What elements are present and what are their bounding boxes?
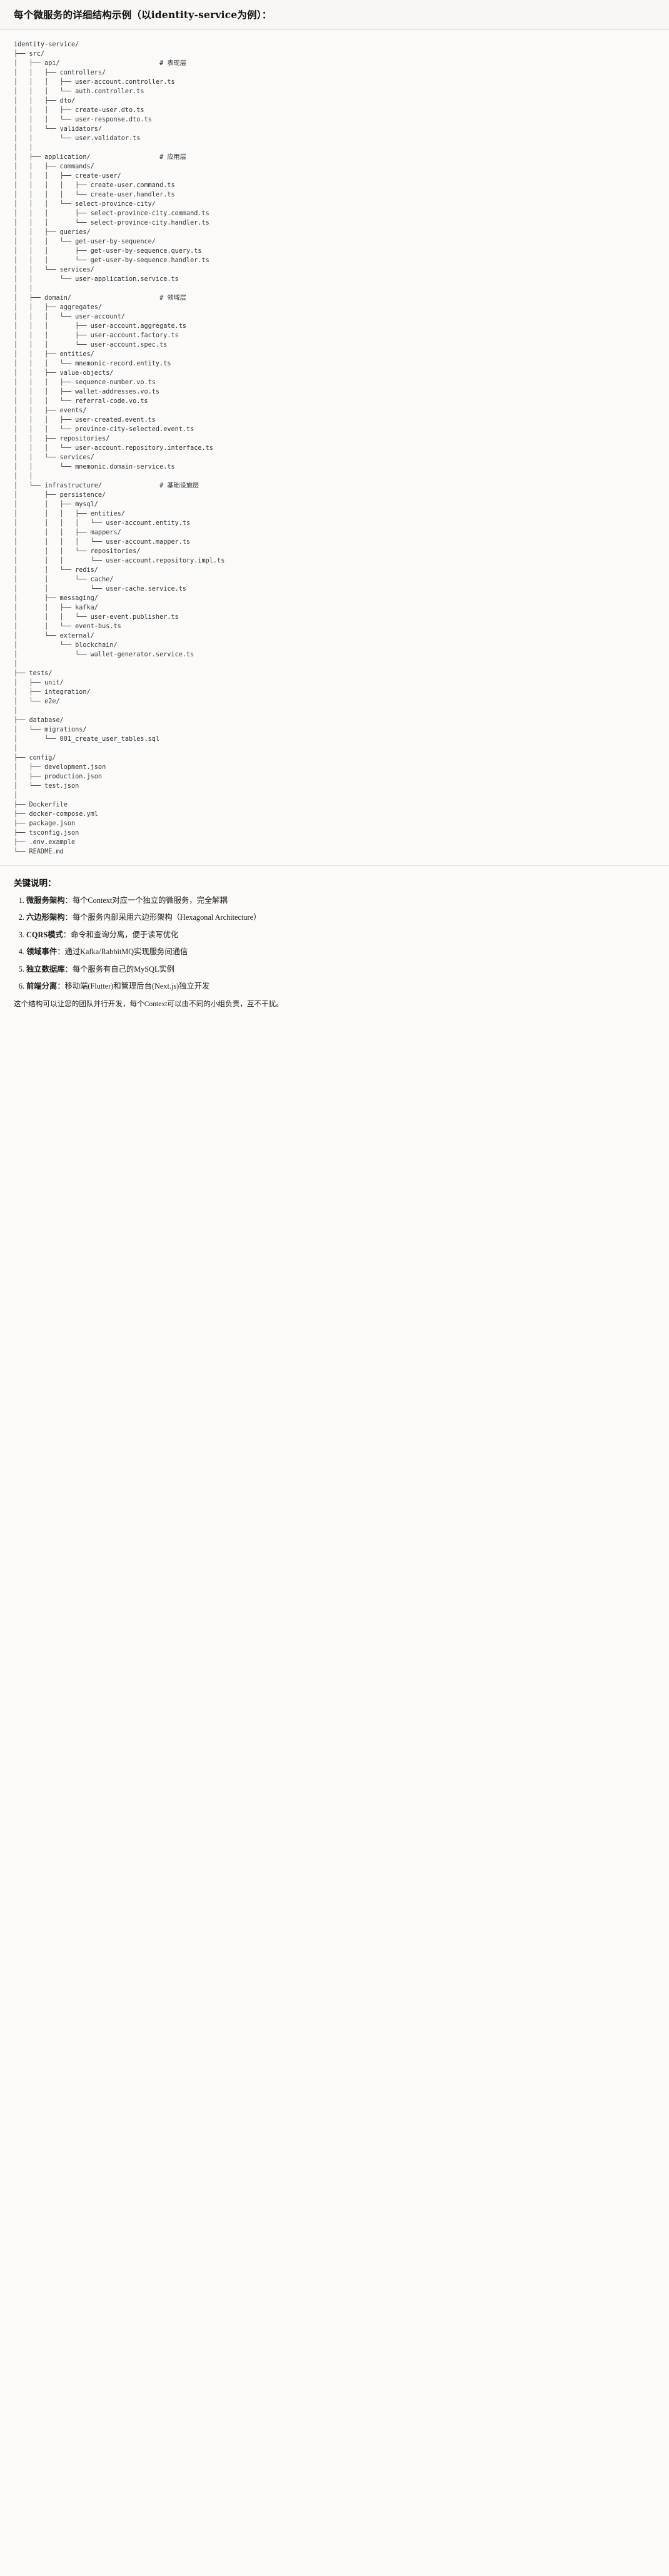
- note-body: 每个服务有自己的MySQL实例: [72, 964, 175, 974]
- note-term: 领域事件: [26, 947, 58, 957]
- page-root: 每个微服务的详细结构示例（以identity-service为例）： ident…: [0, 0, 669, 1022]
- list-item: 前端分离：移动端(Flutter)和管理后台(Next.js)独立开发: [26, 980, 655, 992]
- key-notes-section: 关键说明： 微服务架构：每个Context对应一个独立的微服务，完全解耦 六边形…: [0, 865, 669, 1022]
- key-notes-list: 微服务架构：每个Context对应一个独立的微服务，完全解耦 六边形架构：每个服…: [14, 895, 655, 992]
- note-separator: ：: [57, 947, 65, 957]
- note-separator: ：: [64, 913, 73, 922]
- note-body: 每个Context对应一个独立的微服务，完全解耦: [72, 895, 228, 905]
- note-term: 微服务架构: [26, 895, 65, 905]
- list-item: 微服务架构：每个Context对应一个独立的微服务，完全解耦: [26, 895, 655, 906]
- note-term: CQRS模式: [26, 930, 63, 939]
- key-notes-title: 关键说明：: [14, 878, 56, 888]
- page-title: 每个微服务的详细结构示例（以identity-service为例）：: [14, 9, 272, 21]
- note-separator: ：: [63, 930, 71, 939]
- list-item: 独立数据库：每个服务有自己的MySQL实例: [26, 964, 655, 975]
- directory-tree-block: identity-service/ ├── src/ │ ├── api/ # …: [0, 29, 669, 866]
- note-body: 命令和查询分离，便于读写优化: [71, 930, 179, 939]
- note-term: 前端分离: [26, 982, 58, 991]
- list-item: CQRS模式：命令和查询分离，便于读写优化: [26, 929, 655, 940]
- document-header: 每个微服务的详细结构示例（以identity-service为例）：: [0, 0, 669, 30]
- list-item: 六边形架构：每个服务内部采用六边形架构（Hexagonal Architectu…: [26, 912, 655, 923]
- note-separator: ：: [64, 964, 73, 974]
- note-body: 每个服务内部采用六边形架构（Hexagonal Architecture）: [72, 913, 261, 922]
- directory-tree: identity-service/ ├── src/ │ ├── api/ # …: [14, 41, 225, 855]
- note-term: 六边形架构: [26, 913, 65, 922]
- closing-paragraph: 这个结构可以让您的团队并行开发，每个Context可以由不同的小组负责，互不干扰…: [14, 999, 283, 1008]
- note-body: 移动端(Flutter)和管理后台(Next.js)独立开发: [64, 982, 210, 991]
- note-separator: ：: [57, 982, 65, 991]
- list-item: 领域事件：通过Kafka/RabbitMQ实现服务间通信: [26, 946, 655, 957]
- note-separator: ：: [64, 895, 73, 905]
- note-body: 通过Kafka/RabbitMQ实现服务间通信: [64, 947, 188, 957]
- note-term: 独立数据库: [26, 964, 65, 974]
